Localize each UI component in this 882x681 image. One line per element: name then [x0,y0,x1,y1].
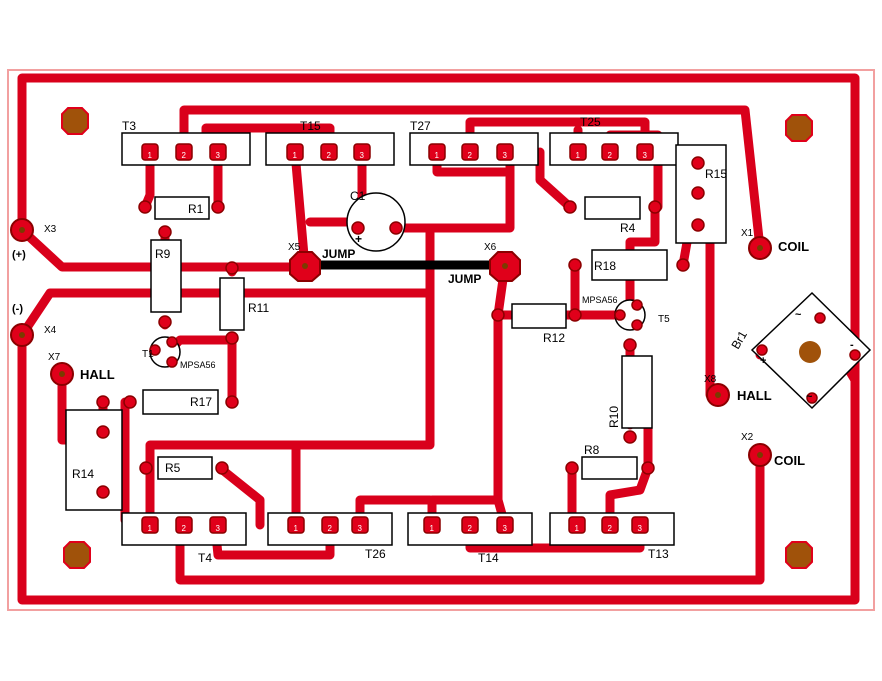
label-R5: R5 [165,461,181,475]
R14-body [65,409,123,511]
pin-number: 3 [503,524,508,533]
R5-body [157,456,213,480]
R8-body [581,456,638,480]
round-pads [96,156,861,499]
pin-number: 2 [328,524,333,533]
label-jump1: JUMP [322,247,355,261]
label-T5: T5 [658,314,670,325]
label-coil1: COIL [778,239,809,254]
label-X2: X2 [741,432,754,443]
pin-number: 3 [503,151,508,160]
pin-numbers: 1 2 3 1 2 3 1 2 3 1 2 3 1 2 3 1 2 3 1 2 3 1 2 3 [148,151,648,533]
pin-number: 2 [182,524,187,533]
R9-body [150,239,182,313]
label-R12: R12 [543,331,565,345]
label-R18: R18 [594,259,616,273]
board-edge [7,69,875,611]
label-T13: T13 [648,547,669,561]
label-X3: X3 [44,224,57,235]
label-br-plus: + [760,355,766,367]
mount-hole-tl [61,107,89,135]
R11-body [219,277,245,331]
R18-body [591,249,668,281]
label-R15: R15 [705,167,727,181]
mount-hole-br [785,541,813,569]
label-R9: R9 [155,247,171,261]
label-R11: R11 [248,301,269,315]
label-R1: R1 [188,202,204,216]
label-Br1: Br1 [728,328,750,351]
label-C1-plus: + [355,232,362,246]
pin-number: 3 [216,151,221,160]
label-X1: X1 [741,228,754,239]
pads [141,143,654,534]
component-labels: T3 T15 T27 T25 T4 T26 T14 T13 T1 MPSA56 … [12,115,854,565]
label-hall1: HALL [80,367,115,382]
label-br-tilde2: ~ [806,391,813,403]
label-br-tilde1: ~ [795,309,802,321]
pin-number: 1 [576,151,581,160]
label-R17: R17 [190,395,212,409]
R10-body [621,355,653,429]
label-T3: T3 [122,119,136,133]
pin-number: 1 [293,151,298,160]
pin-number: 2 [608,151,613,160]
label-T1: T1 [142,349,154,360]
bridge-center-hole [799,341,821,363]
label-T5-type: MPSA56 [582,295,618,305]
label-C1: C1 [350,189,366,203]
R17-body [142,389,219,415]
label-X4: X4 [44,325,57,336]
pin-number: 2 [468,524,473,533]
pin-number: 3 [638,524,643,533]
R4-body [584,196,641,220]
pin-number: 1 [294,524,299,533]
pin-number: 2 [327,151,332,160]
pin-number: 1 [575,524,580,533]
label-T14: T14 [478,551,499,565]
pin-number: 3 [360,151,365,160]
label-hall2: HALL [737,388,772,403]
label-R10: R10 [607,406,621,428]
label-T15: T15 [300,119,321,133]
C1-body [346,192,406,252]
label-X8: X8 [704,374,717,385]
R1-body [154,196,210,220]
pin-number: 3 [643,151,648,160]
label-X7: X7 [48,352,61,363]
label-X6: X6 [484,242,497,253]
pin-number: 1 [435,151,440,160]
R12-body [511,303,567,329]
label-plus: (+) [12,249,26,261]
label-T26: T26 [365,547,386,561]
pin-number: 2 [468,151,473,160]
label-T1-type: MPSA56 [180,360,216,370]
pin-number: 1 [148,151,153,160]
label-R4: R4 [620,221,636,235]
pin-number: 2 [608,524,613,533]
mount-hole-tr [785,114,813,142]
mount-hole-bl [63,541,91,569]
label-T27: T27 [410,119,431,133]
mounting-holes [61,107,813,569]
label-R14: R14 [72,467,94,481]
label-R8: R8 [584,443,600,457]
pin-number: 2 [182,151,187,160]
label-jump2: JUMP [448,272,481,286]
label-T4: T4 [198,551,212,565]
label-T25: T25 [580,115,601,129]
label-coil2: COIL [774,453,805,468]
pin-number: 1 [148,524,153,533]
pin-number: 3 [358,524,363,533]
label-X5: X5 [288,242,301,253]
pin-number: 3 [216,524,221,533]
label-minus: (-) [12,303,23,315]
label-br-minus: - [850,339,854,351]
pin-number: 1 [430,524,435,533]
